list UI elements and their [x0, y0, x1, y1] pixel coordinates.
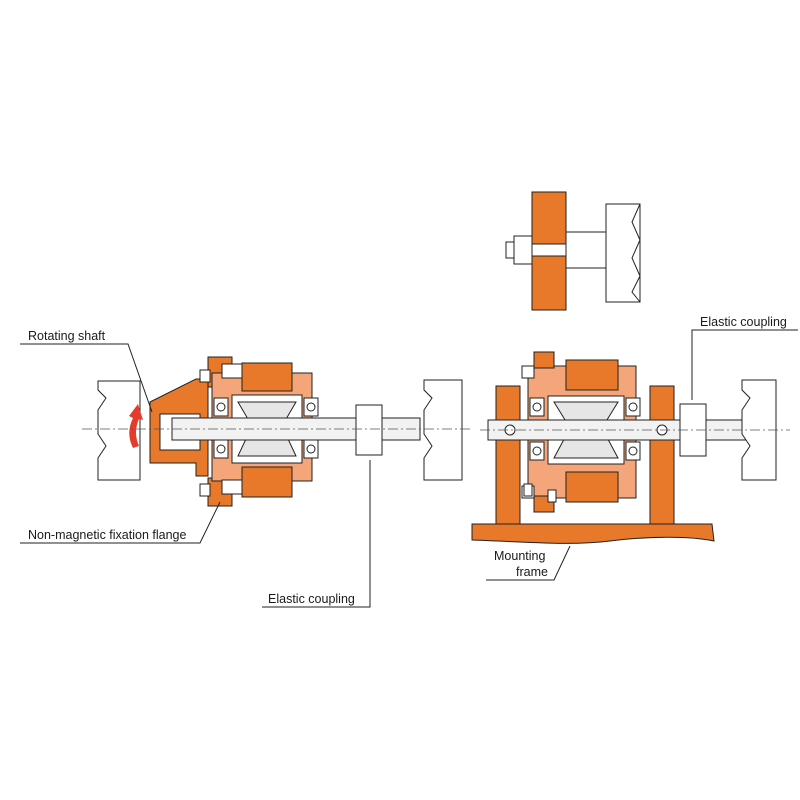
label-rotating-shaft: Rotating shaft — [28, 329, 106, 343]
right-bearing-ball — [532, 402, 542, 412]
label-mounting-frame-2: frame — [516, 565, 548, 579]
right-top-cap — [521, 365, 535, 379]
frame-post-left — [495, 385, 521, 525]
left-elastic-coupling — [355, 404, 383, 456]
left-bearing-ball — [216, 444, 226, 454]
left-bottom-cap — [221, 479, 243, 495]
frame-bolt — [547, 489, 557, 503]
frame-bolt — [523, 483, 533, 497]
detail-machine-block — [605, 203, 641, 303]
right-bearing-ball — [532, 446, 542, 456]
frame-post-right — [649, 385, 675, 525]
right-bearing-ball — [628, 446, 638, 456]
detail-shaft — [565, 231, 607, 269]
right-bearing-ball — [628, 402, 638, 412]
flange-bolt-bottom — [199, 483, 211, 497]
leader-fixation-flange — [20, 501, 221, 544]
detail-nut — [513, 235, 533, 265]
leader-elastic-coupling-right — [691, 329, 798, 400]
label-elastic-coupling-right: Elastic coupling — [700, 315, 787, 329]
label-mounting-frame-1: Mounting — [494, 549, 545, 563]
detail-bolt-head — [505, 241, 515, 259]
right-assembly — [471, 351, 790, 544]
leader-elastic-coupling-left — [262, 460, 371, 608]
detail-disc-slot — [531, 243, 567, 257]
left-bearing-ball — [216, 402, 226, 412]
leader-rotating-shaft — [20, 343, 153, 413]
left-stator-bottom-block — [241, 466, 293, 498]
right-stator-top-flange — [533, 351, 555, 369]
right-stator-bottom-block — [565, 471, 619, 503]
left-driven-machine — [423, 379, 463, 481]
label-fixation-flange: Non-magnetic fixation flange — [28, 528, 186, 542]
left-top-cap — [221, 363, 243, 379]
left-stator-top-block — [241, 362, 293, 392]
leader-mounting-frame — [486, 545, 571, 581]
left-bearing-ball — [306, 402, 316, 412]
mounting-frame — [471, 523, 715, 544]
left-assembly — [82, 356, 470, 507]
annotations: Rotating shaft Non-magnetic fixation fla… — [20, 315, 798, 608]
right-stator-top-block — [565, 359, 619, 391]
rotation-arrow-icon — [129, 404, 143, 448]
left-bearing-ball — [306, 444, 316, 454]
left-machine-block — [97, 380, 141, 481]
label-elastic-coupling-left: Elastic coupling — [268, 592, 355, 606]
flange-bolt-top — [199, 369, 211, 383]
top-detail — [505, 191, 641, 311]
